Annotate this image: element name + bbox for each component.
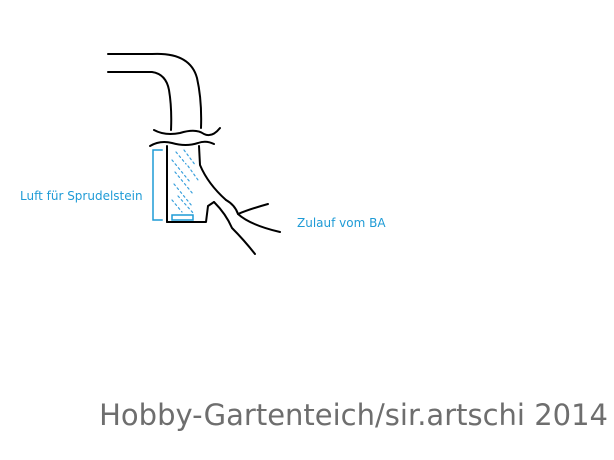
t-chamber-bottom — [166, 201, 215, 223]
pipe-break-line — [153, 127, 221, 137]
water-hatching — [171, 149, 199, 215]
elbow-pipe — [107, 52, 203, 131]
elbow-pipe-outer-wall — [107, 52, 203, 129]
inflow-pipe-mouth — [237, 213, 281, 233]
inflow-pipe-lower — [213, 201, 256, 255]
air-line-marker — [152, 149, 194, 221]
label-air-for-airstone: Luft für Sprudelstein — [20, 189, 143, 203]
inflow-pipe-upper — [225, 199, 269, 215]
label-inflow-from-bottom-drain: Zulauf vom BA — [297, 216, 386, 230]
watermark-text: Hobby-Gartenteich/sir.artschi 2014 — [99, 398, 608, 432]
t-chamber-right-wall-upper — [198, 145, 227, 201]
pipe-break-line-lower — [149, 140, 215, 147]
elbow-pipe-inner-wall — [107, 71, 173, 131]
t-chamber — [166, 145, 281, 255]
